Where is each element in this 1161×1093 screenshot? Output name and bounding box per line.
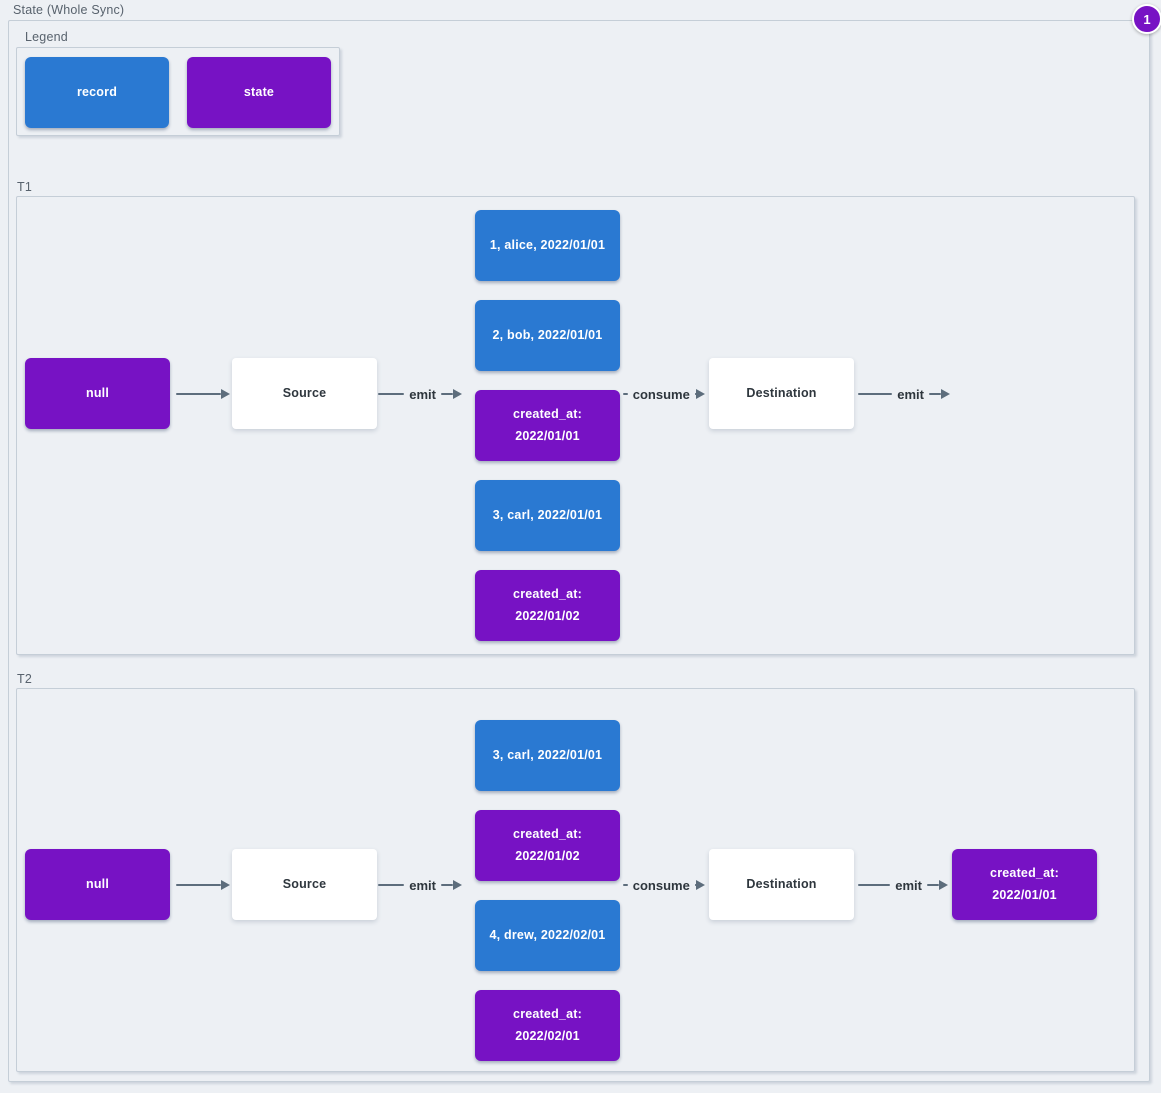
arrow-line xyxy=(378,883,405,887)
arrow-line xyxy=(694,883,696,887)
arrowhead-icon xyxy=(939,880,948,890)
arrowhead-icon xyxy=(696,389,705,399)
t2-emit-arrow: emit xyxy=(378,877,462,893)
arrow-line xyxy=(176,883,221,887)
arrow-label: consume xyxy=(632,877,690,893)
section-t1-frame xyxy=(16,196,1135,655)
section-t2-label: T2 xyxy=(17,672,32,686)
t2-consume-arrow: consume xyxy=(623,877,705,893)
arrow-label: emit xyxy=(897,386,924,402)
arrow-line xyxy=(378,392,405,396)
t1-queue-record-node: 3, carl, 2022/01/01 xyxy=(475,480,620,551)
legend-state-node: state xyxy=(187,57,331,128)
t2-output-state-node: created_at: 2022/01/01 xyxy=(952,849,1097,920)
arrow-line xyxy=(441,883,453,887)
arrowhead-icon xyxy=(453,880,462,890)
arrow-label: consume xyxy=(632,386,690,402)
arrow-line xyxy=(858,392,893,396)
t2-queue-record-node: 3, carl, 2022/01/01 xyxy=(475,720,620,791)
arrow-label: emit xyxy=(409,386,436,402)
t2-destination-node: Destination xyxy=(709,849,854,920)
outer-frame xyxy=(8,20,1150,1082)
t2-null-to-source-arrow xyxy=(176,877,230,893)
t1-queue-record-node: 2, bob, 2022/01/01 xyxy=(475,300,620,371)
t1-source-node: Source xyxy=(232,358,377,429)
arrow-line xyxy=(929,392,941,396)
arrow-line xyxy=(623,883,628,887)
t2-queue-state-node: created_at: 2022/01/02 xyxy=(475,810,620,881)
t1-queue-state-node: created_at: 2022/01/01 xyxy=(475,390,620,461)
t1-emit-out-arrow: emit xyxy=(858,386,950,402)
t2-queue-state-node: created_at: 2022/02/01 xyxy=(475,990,620,1061)
arrow-label: emit xyxy=(895,877,922,893)
arrowhead-icon xyxy=(696,880,705,890)
arrowhead-icon xyxy=(453,389,462,399)
arrow-line xyxy=(441,392,453,396)
arrow-line xyxy=(176,392,221,396)
arrow-line xyxy=(694,392,696,396)
arrowhead-icon xyxy=(941,389,950,399)
t1-queue-record-node: 1, alice, 2022/01/01 xyxy=(475,210,620,281)
arrow-line xyxy=(623,392,628,396)
arrow-line xyxy=(927,883,939,887)
t2-null-state-node: null xyxy=(25,849,170,920)
t2-emit-out-arrow: emit xyxy=(858,877,948,893)
t2-queue-record-node: 4, drew, 2022/02/01 xyxy=(475,900,620,971)
legend-label: Legend xyxy=(25,30,68,44)
t1-null-state-node: null xyxy=(25,358,170,429)
legend-record-node: record xyxy=(25,57,169,128)
section-t1-label: T1 xyxy=(17,180,32,194)
t1-null-to-source-arrow xyxy=(176,386,230,402)
t1-queue-state-node: created_at: 2022/01/02 xyxy=(475,570,620,641)
arrowhead-icon xyxy=(221,880,230,890)
arrow-line xyxy=(858,883,891,887)
t1-emit-arrow: emit xyxy=(378,386,462,402)
t1-destination-node: Destination xyxy=(709,358,854,429)
annotation-badge: 1 xyxy=(1132,4,1161,34)
section-t2-frame xyxy=(16,688,1135,1072)
arrowhead-icon xyxy=(221,389,230,399)
t2-source-node: Source xyxy=(232,849,377,920)
page-title: State (Whole Sync) xyxy=(13,3,125,17)
legend-frame xyxy=(16,47,340,136)
arrow-label: emit xyxy=(409,877,436,893)
t1-consume-arrow: consume xyxy=(623,386,705,402)
